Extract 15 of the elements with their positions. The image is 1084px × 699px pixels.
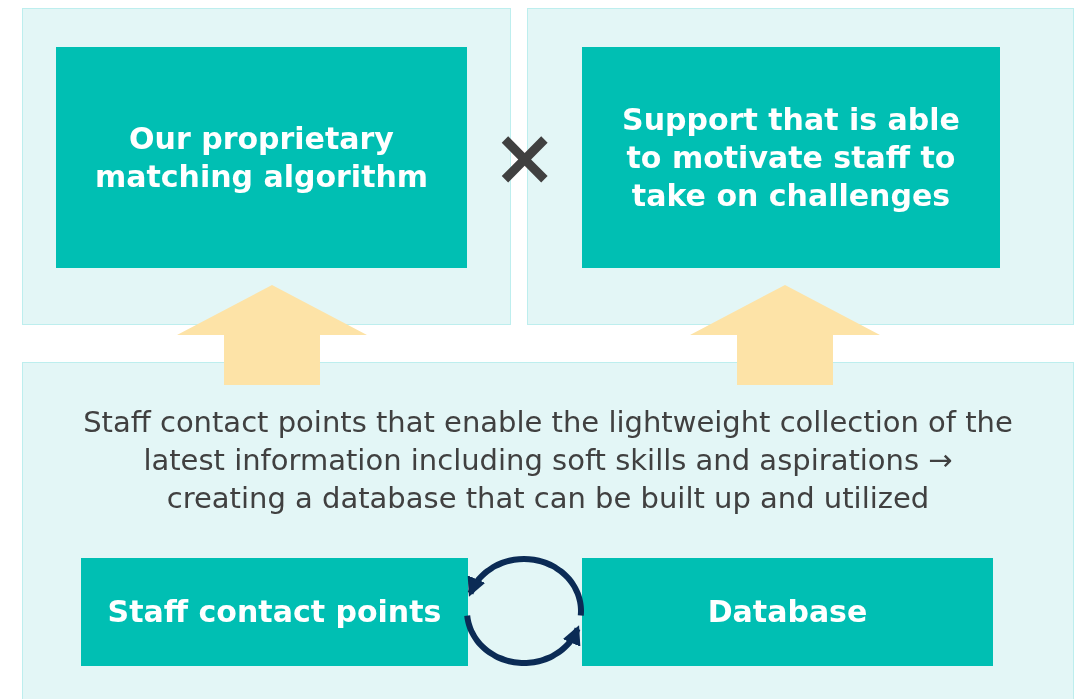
- process-box: [582, 558, 993, 666]
- process-box: [56, 47, 467, 268]
- process-box: [81, 558, 468, 666]
- panel-background: [22, 362, 1074, 699]
- cycle-arrow: [464, 615, 581, 666]
- box-label: Support that is able to motivate staff to take on challenges: [621, 100, 961, 215]
- block-arrow: [690, 285, 880, 385]
- box-label: Our proprietary matching algorithm: [93, 119, 430, 196]
- description-text: Staff contact points that enable the lightweight collection of the latest information including soft skills and aspirations → creating a database that can be built up and utilized: [83, 404, 1013, 517]
- box-label: Database: [706, 593, 869, 631]
- multiply-sign: ×: [492, 118, 558, 196]
- process-box: [582, 47, 1000, 268]
- cycle-arrow: [467, 556, 584, 616]
- box-label: Staff contact points: [106, 593, 443, 631]
- block-arrow: [177, 285, 367, 385]
